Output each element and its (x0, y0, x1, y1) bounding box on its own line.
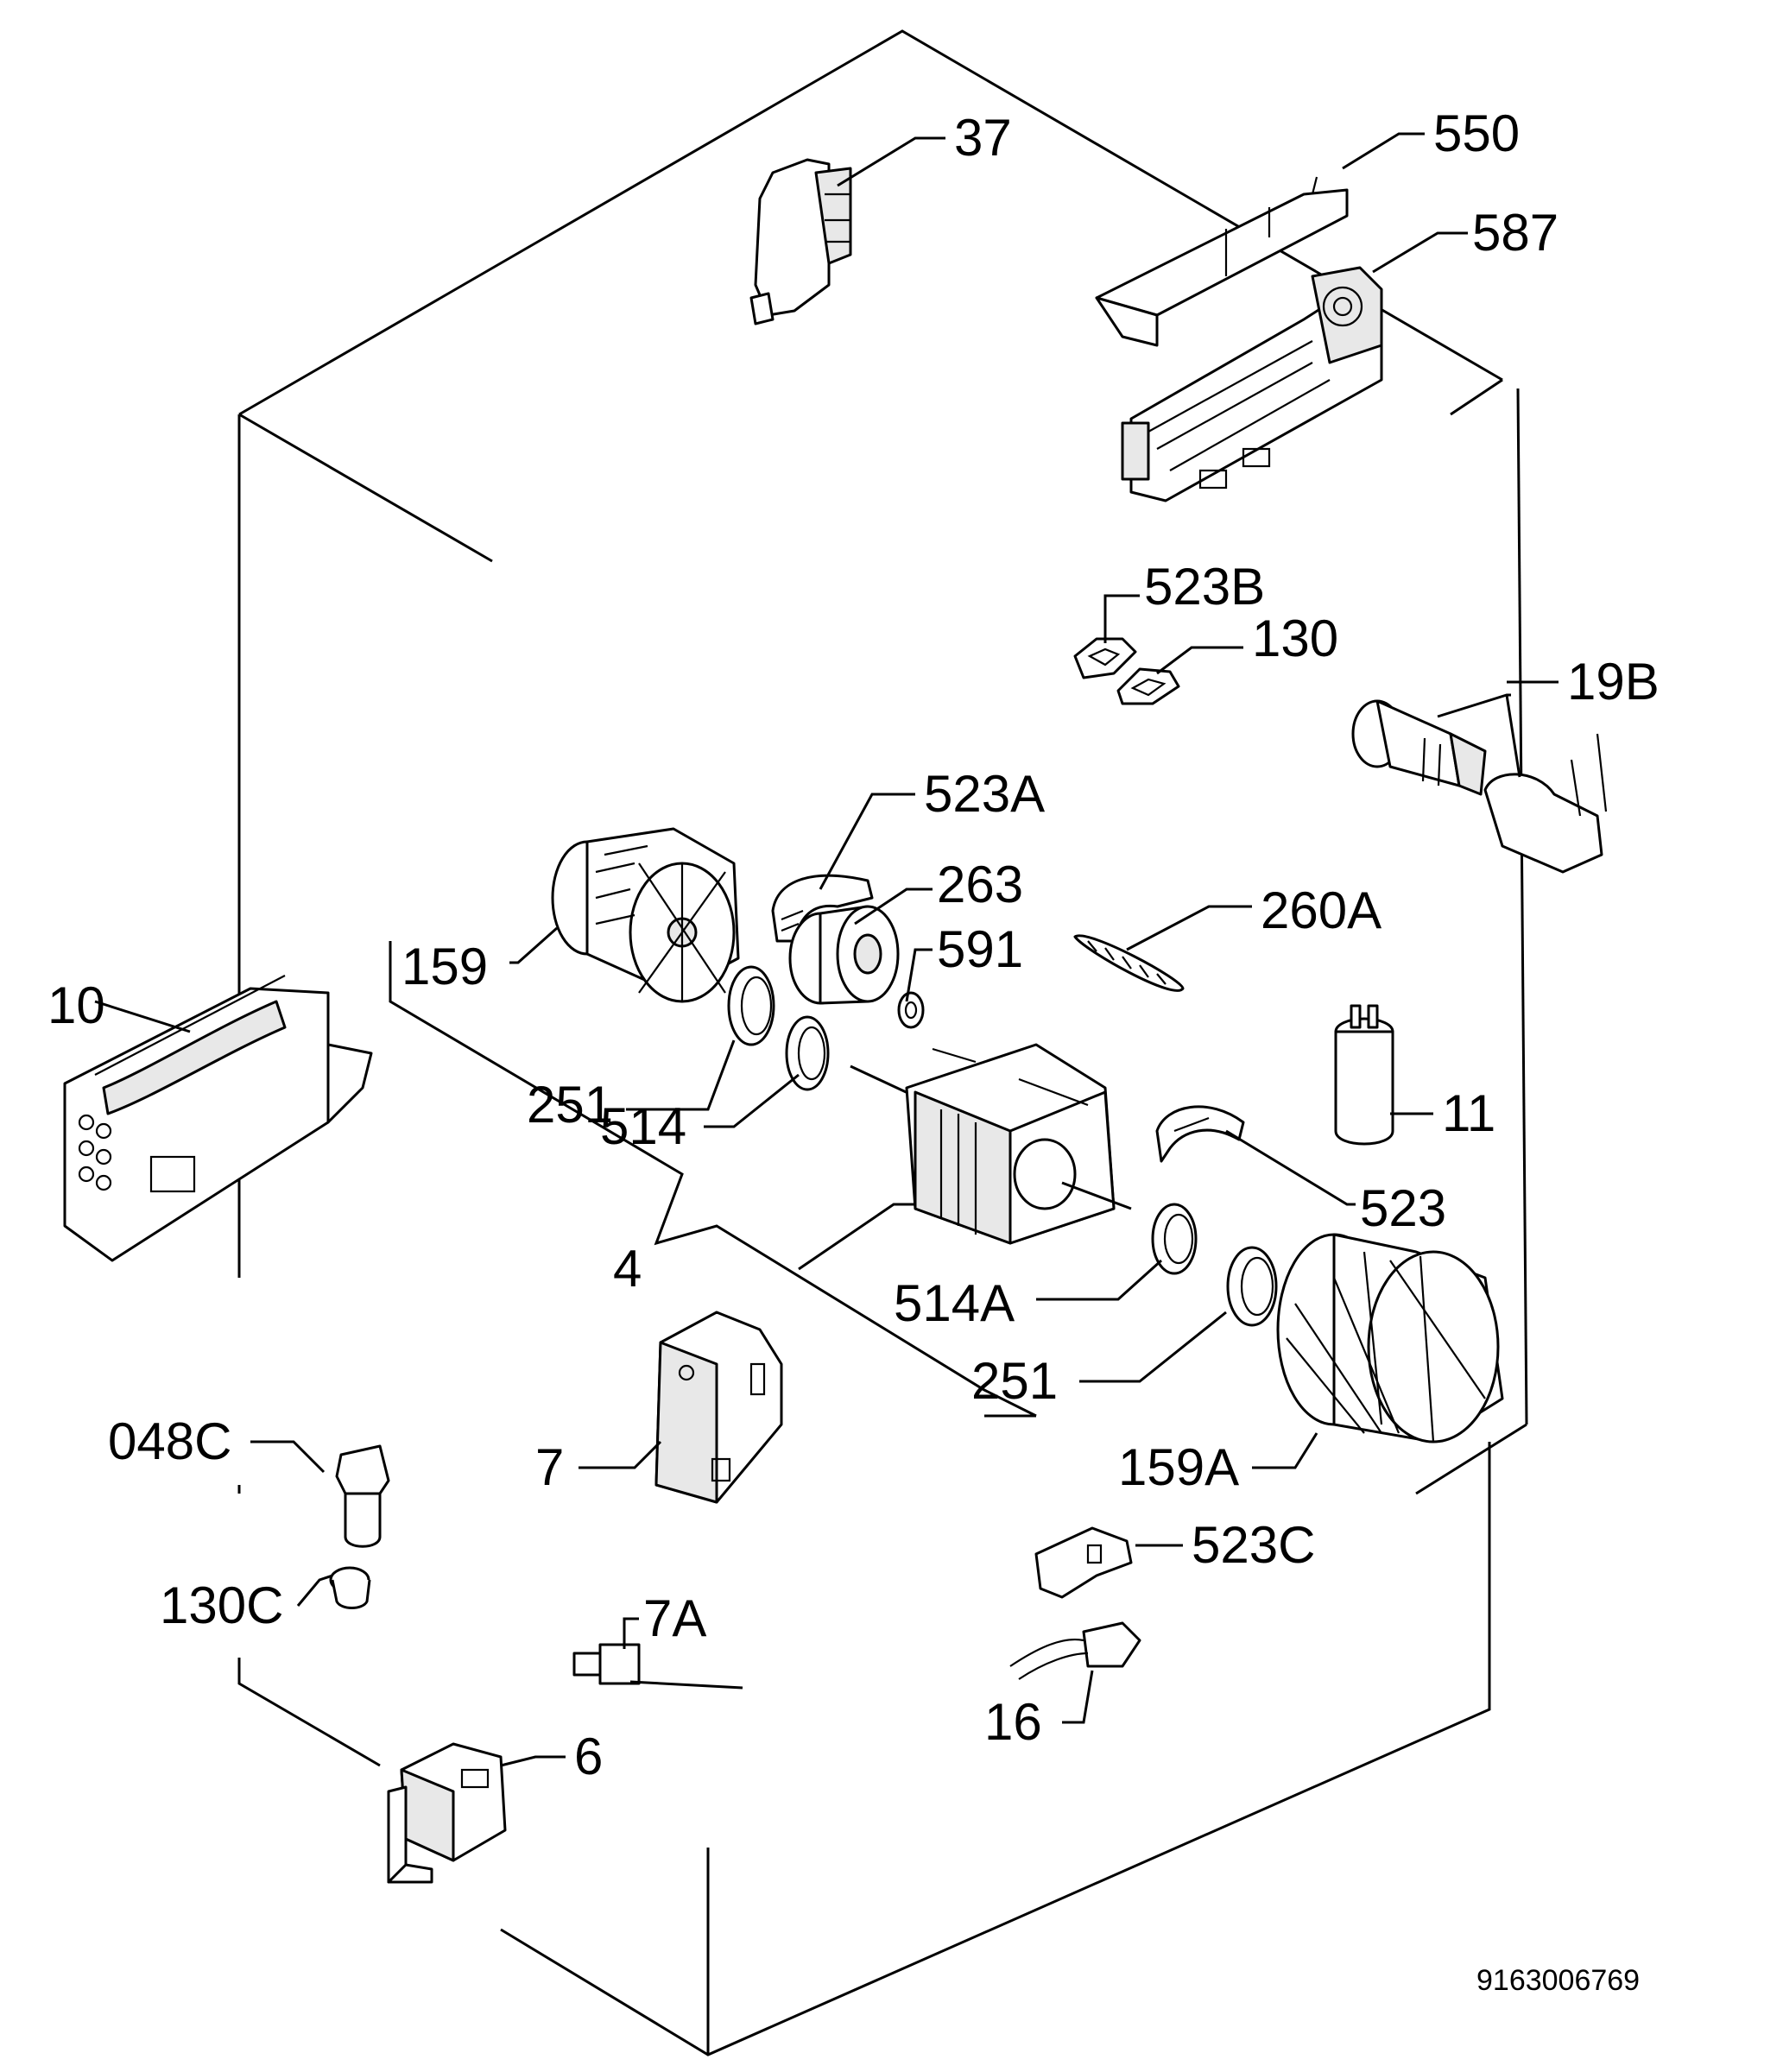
part-11-capacitor (1334, 1004, 1394, 1146)
callout-130: 130 (1252, 610, 1338, 667)
callout-550: 550 (1433, 104, 1520, 162)
callout-130c: 130C (160, 1576, 283, 1634)
part-37-bracket (749, 158, 852, 325)
part-260a-spring (1073, 934, 1185, 992)
callout-048c: 048C (108, 1412, 231, 1470)
callout-514-upper: 514 (600, 1097, 686, 1155)
part-251-lower-bearing (1226, 1246, 1278, 1327)
callout-263: 263 (937, 856, 1023, 913)
part-550-cover (1095, 176, 1349, 347)
part-130c-seal (329, 1566, 371, 1609)
callout-523c: 523C (1192, 1516, 1315, 1574)
callout-37: 37 (954, 109, 1012, 167)
callout-10: 10 (47, 976, 105, 1034)
part-159-drum-fan (551, 827, 740, 1003)
callout-523b: 523B (1144, 558, 1265, 616)
callout-514a: 514A (894, 1274, 1015, 1332)
part-159a-blower-wheel (1276, 1233, 1504, 1443)
part-523c-holder (1034, 1526, 1133, 1599)
callout-260a: 260A (1261, 881, 1382, 939)
part-10-heater (63, 975, 373, 1262)
callout-591: 591 (937, 920, 1023, 978)
callout-11: 11 (1442, 1084, 1495, 1142)
document-number: 9163006769 (1476, 1964, 1640, 1997)
callout-19b: 19B (1567, 653, 1660, 711)
part-591-washer (897, 991, 925, 1029)
motor-bracket-outline (389, 941, 1037, 1418)
callout-587: 587 (1472, 204, 1559, 262)
part-7a-microswitch (572, 1643, 743, 1690)
part-4-motor (850, 1043, 1132, 1245)
part-7-door-lock (654, 1311, 783, 1504)
part-523b-clip (1073, 637, 1137, 679)
callout-4: 4 (613, 1240, 642, 1298)
callout-251-lower: 251 (971, 1352, 1058, 1410)
callout-16: 16 (984, 1693, 1042, 1751)
part-130-gasket (1116, 667, 1180, 705)
callout-labels: 37 550 587 523B 130 19B 523A 263 260A 15… (47, 104, 1660, 1785)
part-6-pump (387, 1742, 507, 1884)
part-514a-ring (1151, 1203, 1198, 1275)
callout-159a: 159A (1118, 1438, 1239, 1496)
part-16-switch (1009, 1621, 1141, 1680)
leader-lines (94, 132, 1559, 1767)
callout-6: 6 (574, 1728, 603, 1785)
part-048c-connector (335, 1444, 390, 1548)
part-19b-sensor (1351, 699, 1608, 874)
part-587-control-board (1121, 266, 1383, 502)
callout-523a: 523A (924, 765, 1045, 823)
part-263-pulley (788, 905, 900, 1005)
part-514-upper-ring (785, 1015, 830, 1091)
part-251-upper-bearing (727, 965, 775, 1046)
callout-159: 159 (401, 938, 488, 995)
callout-251-upper: 251 (527, 1076, 613, 1134)
callout-7a: 7A (643, 1589, 706, 1647)
callout-7: 7 (535, 1438, 564, 1496)
callout-523: 523 (1360, 1179, 1446, 1237)
part-523-clip (1155, 1105, 1245, 1163)
cabinet-outline (237, 29, 1528, 2056)
